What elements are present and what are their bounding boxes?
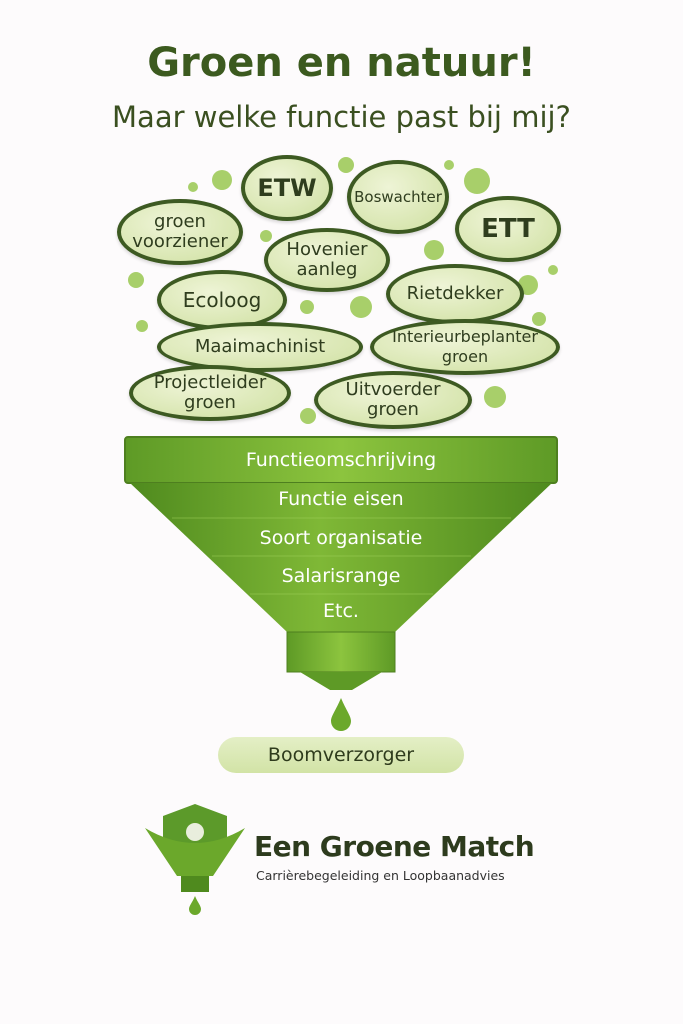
logo-icon: [145, 804, 245, 915]
job-bubble: groen voorziener: [117, 199, 243, 265]
decor-dot: [212, 170, 232, 190]
decor-dot: [260, 230, 272, 242]
filter-label: Functie eisen: [278, 488, 403, 510]
decor-dot: [128, 272, 144, 288]
logo-tagline: Carrièrebegeleiding en Loopbaanadvies: [256, 868, 505, 883]
filter-label: Functieomschrijving: [246, 449, 436, 471]
decor-dot: [350, 296, 372, 318]
job-bubble: Hovenier aanleg: [264, 228, 390, 292]
funnel-spout: [286, 631, 396, 673]
result-badge: Boomverzorger: [218, 737, 464, 773]
logo-name: Een Groene Match: [254, 830, 535, 863]
funnel: Functieomschrijving Functie eisen Soort …: [124, 436, 558, 731]
decor-dot: [548, 265, 558, 275]
job-bubble: Rietdekker: [386, 264, 524, 324]
decor-dot: [424, 240, 444, 260]
job-bubble: ETT: [455, 196, 561, 262]
decor-dot: [188, 182, 198, 192]
job-bubble: Uitvoerder groen: [314, 371, 472, 429]
decor-dot: [300, 300, 314, 314]
decor-dot: [464, 168, 490, 194]
decor-dot: [338, 157, 354, 173]
job-bubble: ETW: [241, 155, 333, 221]
decor-dot: [300, 408, 316, 424]
decor-dot: [136, 320, 148, 332]
funnel-cone: [130, 483, 552, 632]
job-bubble: Boswachter: [347, 160, 449, 234]
filter-label: Soort organisatie: [260, 527, 423, 549]
job-bubble: Interieurbeplanter groen: [370, 319, 560, 375]
drop-icon: [331, 698, 351, 731]
decor-dot: [484, 386, 506, 408]
job-bubble: Projectleider groen: [129, 365, 291, 421]
filter-label: Etc.: [323, 600, 359, 622]
decor-dot: [444, 160, 454, 170]
funnel-tip: [300, 672, 382, 690]
page-subtitle: Maar welke functie past bij mij?: [112, 100, 571, 134]
filter-label: Salarisrange: [282, 565, 401, 587]
page-title: Groen en natuur!: [147, 40, 536, 86]
job-bubble: Ecoloog: [157, 270, 287, 330]
decor-dot: [532, 312, 546, 326]
